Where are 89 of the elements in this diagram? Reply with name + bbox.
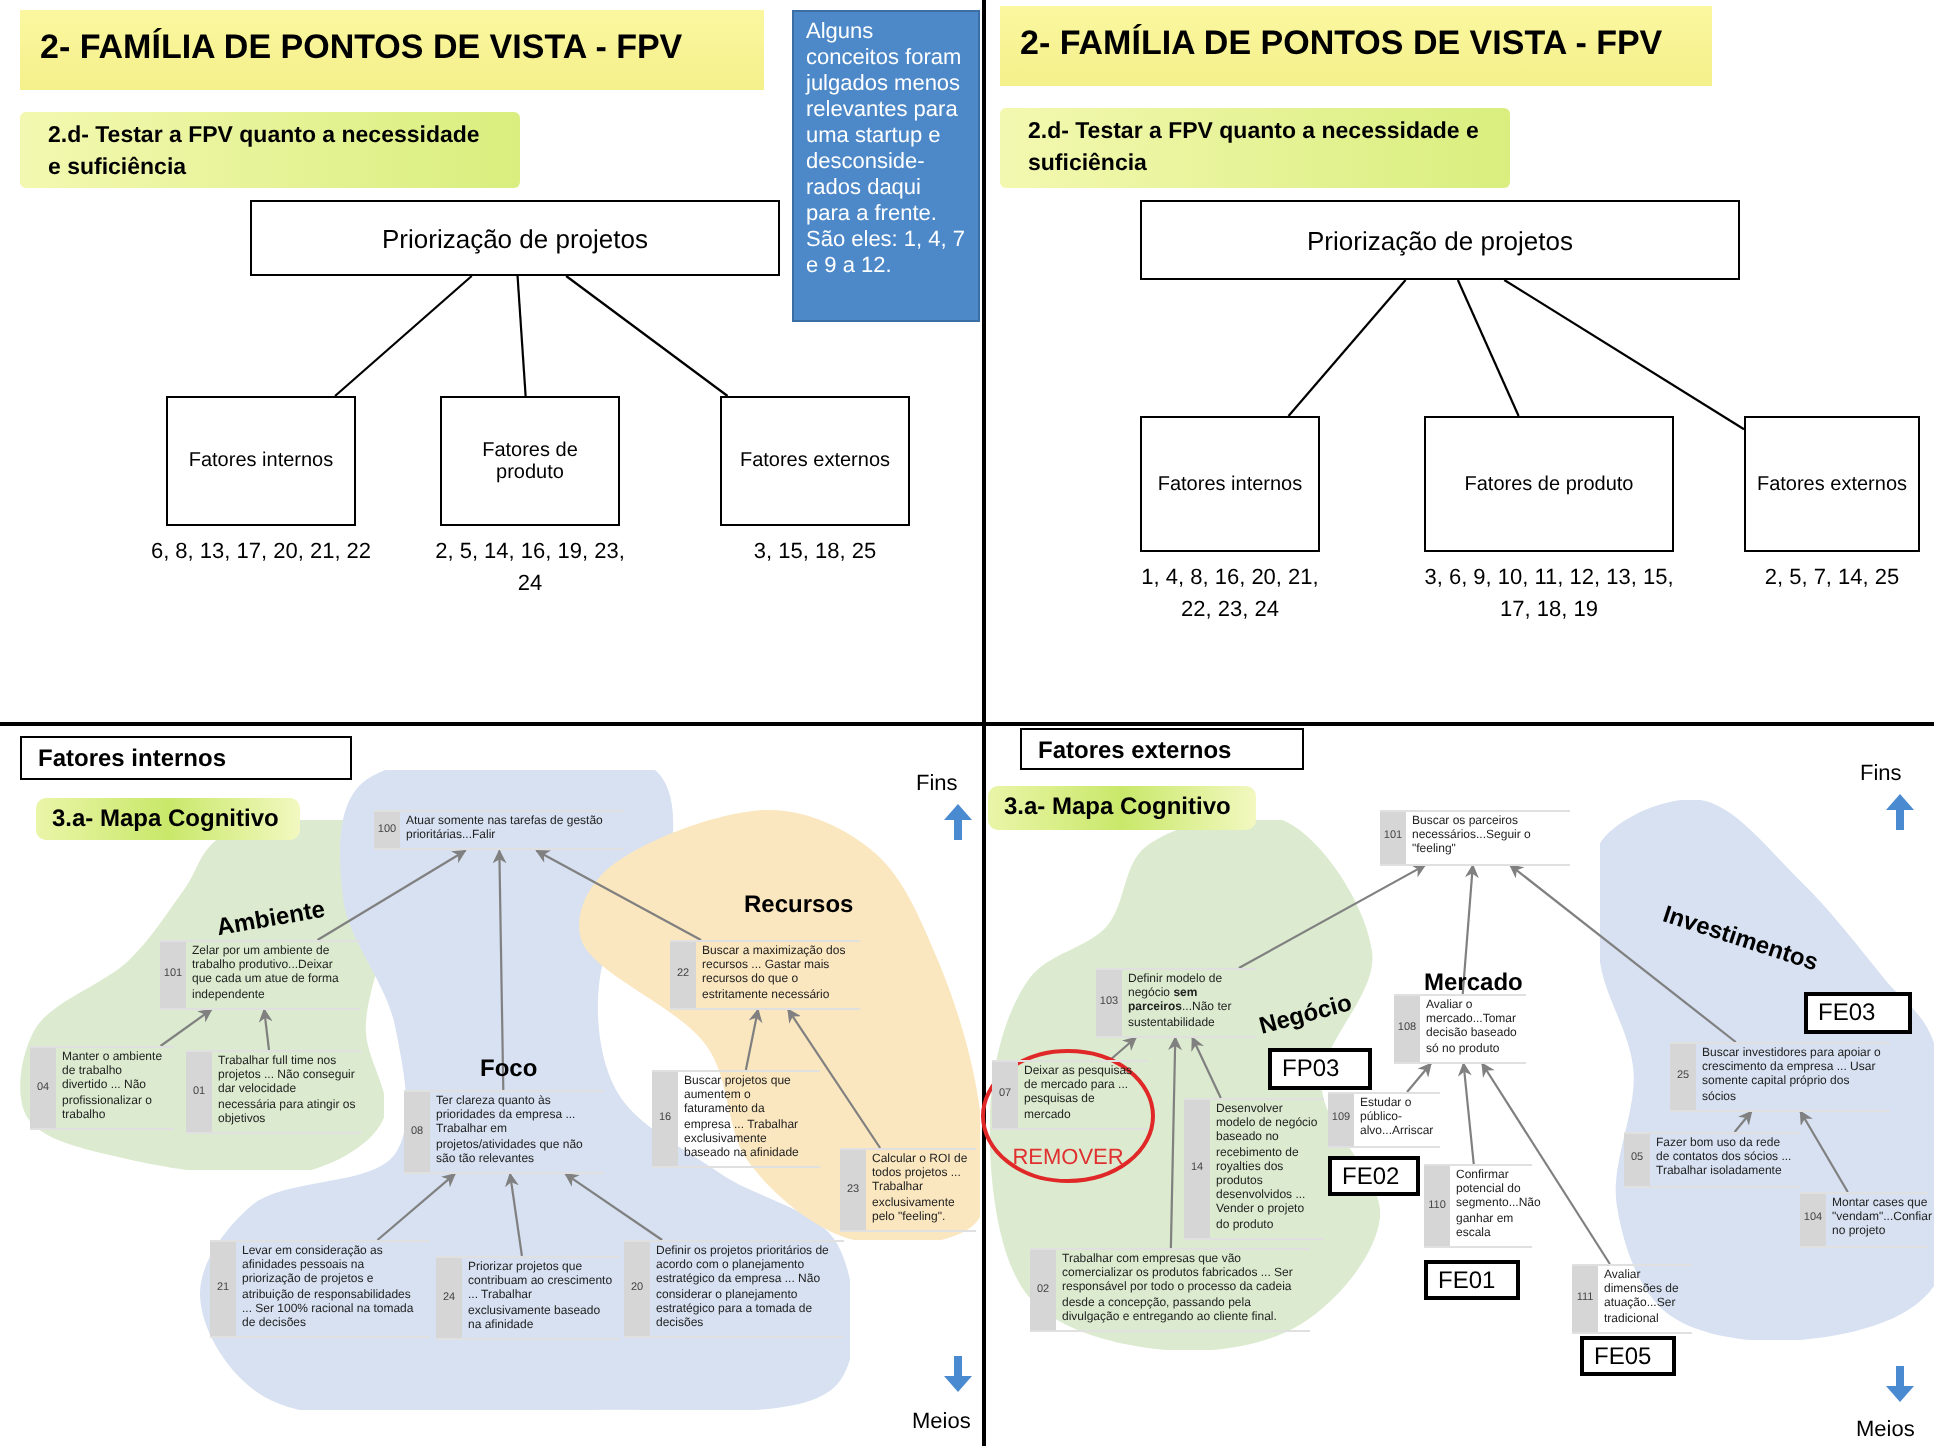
arrow [744, 1008, 763, 1071]
item-numbers: 2, 5, 7, 14, 25 [1762, 564, 1902, 594]
cluster-title: Recursos [744, 890, 854, 918]
arrow [1168, 1036, 1182, 1249]
highlight-label: REMOVER [1010, 1148, 1126, 1170]
concept-card [840, 1148, 976, 1232]
concept-card [436, 1256, 620, 1340]
arrow [1481, 1062, 1611, 1265]
axis-label: Meios [912, 1410, 971, 1434]
arrow [1238, 864, 1427, 969]
item-numbers: 6, 8, 13, 17, 20, 21, 22 [150, 538, 372, 568]
connector-line [334, 275, 473, 397]
connector-line [565, 275, 729, 397]
arrow [1406, 1062, 1432, 1093]
concept-card [670, 940, 860, 1010]
subtitle-banner: 2.d- Testar a FPV quanto a necessidade e suficiência [20, 112, 520, 188]
highlight-ellipse [980, 1048, 1156, 1184]
arrow [316, 849, 467, 941]
concept-card [624, 1240, 844, 1339]
arrow [787, 1008, 882, 1149]
item-numbers: 1, 4, 8, 16, 20, 21, 22, 23, 24 [1139, 564, 1321, 626]
axis-label: Fins [1860, 762, 1902, 786]
arrow [1457, 1062, 1475, 1165]
connector-line [1287, 279, 1407, 417]
concept-card [160, 940, 360, 1010]
category-box: Fatores de produto [440, 396, 620, 526]
concept-card [1380, 810, 1570, 866]
title-banner: 2- FAMÍLIA DE PONTOS DE VISTA - FPV [1000, 6, 1712, 86]
map-heading: 3.a- Mapa Cognitivo [988, 786, 1256, 830]
title-banner: 2- FAMÍLIA DE PONTOS DE VISTA - FPV [20, 10, 764, 90]
cluster-title: Mercado [1424, 968, 1523, 996]
concept-card [652, 1070, 820, 1169]
concept-card [1328, 1092, 1440, 1148]
concept-card [30, 1046, 174, 1130]
subtitle-banner: 2.d- Testar a FPV quanto a necessidade e suficiência [1000, 108, 1510, 188]
concept-card [1800, 1192, 1928, 1248]
section-header: Fatores internos [20, 736, 352, 780]
connector-line [1456, 279, 1520, 417]
concept-card [404, 1090, 604, 1174]
category-box: Fatores de produto [1424, 416, 1674, 552]
arrow [258, 1008, 273, 1051]
tag-box: FE01 [1424, 1260, 1520, 1300]
connector-line [1503, 279, 1745, 431]
tag-box: FE05 [1580, 1336, 1676, 1376]
arrow [1191, 1036, 1222, 1099]
category-box: Fatores externos [1744, 416, 1920, 552]
concept-card [1184, 1098, 1324, 1240]
concept-card [186, 1050, 362, 1134]
arrow [535, 849, 702, 941]
tag-box: FE02 [1328, 1156, 1420, 1196]
axis-label: Meios [1856, 1418, 1915, 1442]
category-box: Fatores externos [720, 396, 910, 526]
concept-card [1096, 968, 1256, 1038]
item-numbers: 2, 5, 14, 16, 19, 23, 24 [433, 538, 627, 600]
tag-box: FE03 [1804, 992, 1912, 1034]
concept-card [210, 1240, 430, 1339]
root-box: Priorização de projetos [250, 200, 780, 276]
note-box: Alguns conceitos foram julgados menos relevantes para uma startup e desconside-rados daqui para a frente. São eles: 1, 4, 7 e 9 a 12. [792, 10, 980, 322]
item-numbers: 3, 6, 9, 10, 11, 12, 13, 15, 17, 18, 19 [1422, 564, 1676, 626]
arrow [159, 1008, 213, 1047]
concept-card [1030, 1248, 1310, 1332]
concept-card [1572, 1264, 1692, 1334]
connector-line [516, 275, 527, 397]
cluster-title: Negócio [1256, 988, 1355, 1040]
concept-card [1670, 1042, 1890, 1112]
arrow [1799, 1110, 1849, 1193]
cluster-title: Foco [480, 1054, 538, 1082]
tag-box: FP03 [1268, 1048, 1372, 1090]
arrow [504, 1172, 524, 1257]
concept-card [374, 810, 624, 851]
concept-card [1624, 1132, 1800, 1188]
axis-label: Fins [916, 772, 958, 796]
arrow [376, 1172, 456, 1241]
arrow [1461, 863, 1479, 995]
category-box: Fatores internos [166, 396, 356, 526]
concept-card [1394, 994, 1526, 1064]
root-box: Priorização de projetos [1140, 200, 1740, 280]
section-header: Fatores externos [1020, 728, 1304, 770]
cluster-title: Ambiente [214, 894, 327, 942]
arrow [1109, 1036, 1137, 1061]
map-heading: 3.a- Mapa Cognitivo [36, 798, 300, 840]
arrow [1733, 1110, 1753, 1133]
arrow [1509, 864, 1737, 1043]
cluster-area [1600, 800, 1934, 1340]
arrow [564, 1172, 663, 1241]
arrow [492, 849, 507, 1090]
item-numbers: 3, 15, 18, 25 [751, 538, 879, 568]
concept-card [992, 1060, 1148, 1130]
category-box: Fatores internos [1140, 416, 1320, 552]
